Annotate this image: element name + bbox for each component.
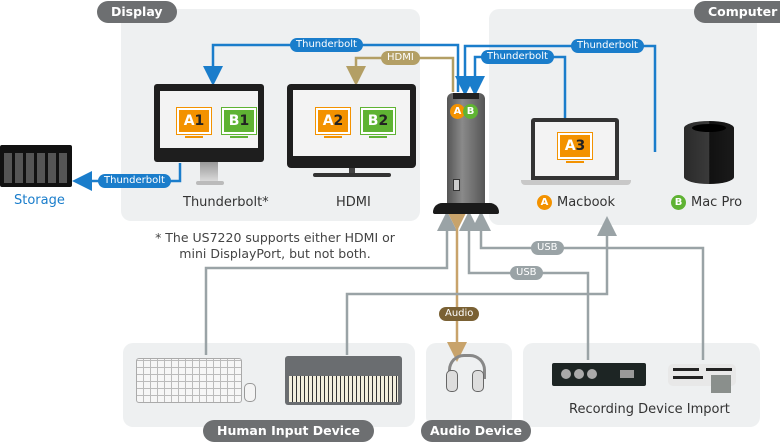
dock-base [433, 203, 499, 214]
headset [446, 354, 486, 398]
thunderbolt-display-label: Thunderbolt* [183, 195, 269, 210]
tile-a3: A3 [557, 132, 593, 160]
audio-title: Audio Device [421, 420, 531, 442]
keyboard-instrument [285, 356, 402, 405]
computer-title: Computer [694, 1, 780, 23]
tile-a3-stand [566, 161, 584, 163]
mac-pro [684, 121, 734, 184]
mouse [244, 383, 256, 402]
hdmi-display-label: HDMI [336, 195, 371, 210]
usb-recorder-line [459, 211, 590, 360]
audio-panel [426, 343, 512, 427]
tile-a2-stand [324, 136, 342, 138]
compatibility-note: * The US7220 supports either HDMI or min… [155, 230, 395, 261]
usb-cardreader-line [471, 211, 705, 360]
tile-b1-stand [230, 136, 248, 138]
thunderbolt-monitor-stand [200, 162, 218, 182]
card-reader [668, 364, 736, 393]
thunderbolt-macbook-line [465, 55, 567, 118]
thunderbolt-display-tag: Thunderbolt [290, 38, 363, 52]
usb-tag-1: USB [531, 241, 564, 255]
tile-a1: A1 [176, 107, 212, 135]
thunderbolt-macpro-line [455, 44, 657, 152]
human-input-title: Human Input Device [203, 420, 374, 442]
storage-label: Storage [14, 193, 65, 208]
hdmi-monitor [287, 84, 416, 168]
tile-b2: B2 [360, 107, 396, 135]
tile-a1-stand [185, 136, 203, 138]
dock-badge-b: B [463, 104, 478, 119]
macbook-base [521, 180, 631, 185]
dock-badge-a: A [450, 104, 465, 119]
hdmi-monitor-base [313, 173, 391, 177]
video-recorder [552, 363, 646, 386]
audio-tag: Audio [439, 307, 480, 321]
thunderbolt-macpro-tag: Thunderbolt [571, 39, 644, 53]
thunderbolt-storage-tag: Thunderbolt [98, 174, 171, 188]
recording-label: Recording Device Import [569, 402, 730, 417]
tile-b1: B1 [221, 107, 257, 135]
tile-b2-stand [369, 136, 387, 138]
hdmi-monitor-neck [349, 168, 355, 174]
keyboard [136, 358, 242, 403]
thunderbolt-monitor-base [196, 181, 224, 185]
tile-a2: A2 [315, 107, 351, 135]
display-title: Display [97, 1, 177, 23]
piano-macbook-line [345, 216, 617, 355]
usb-tag-2: USB [510, 266, 543, 280]
hdmi-tag: HDMI [381, 51, 420, 65]
thunderbolt-macbook-tag: Thunderbolt [481, 50, 554, 64]
storage-device [0, 145, 72, 187]
